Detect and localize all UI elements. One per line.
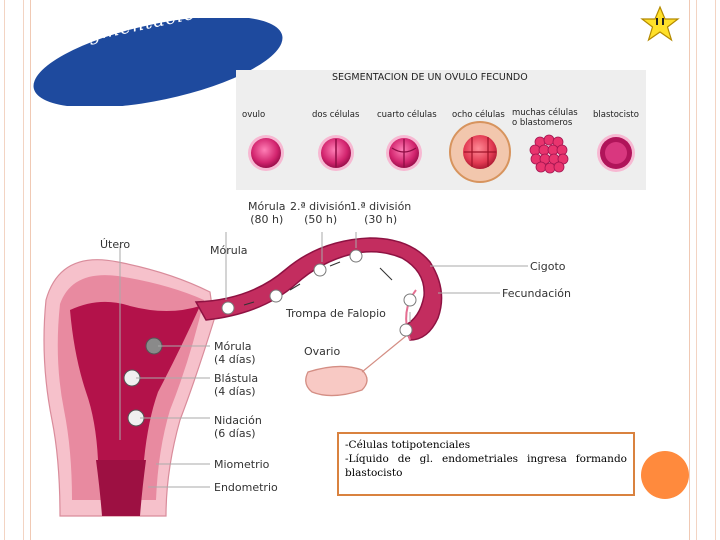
uterus (43, 259, 215, 517)
stage-label-eight-cells: ocho células (452, 110, 505, 120)
stage-label-many-cells: muchas células o blastomeros (512, 108, 578, 128)
cell-morula-cluster (529, 134, 569, 174)
label-morula: Mórula (210, 244, 248, 257)
label-blastula: Blástula (4 días) (214, 372, 258, 398)
label-ovario: Ovario (304, 345, 341, 358)
label-utero: Útero (100, 238, 131, 251)
label-blastula-line1: Blástula (214, 372, 259, 385)
label-morula-80h-line2: (80 h) (250, 213, 284, 226)
label-morula-4d: Mórula (4 días) (214, 340, 256, 366)
note-line-1: -Células totipotenciales (345, 439, 471, 451)
stage-label-four-cells: cuarto células (377, 110, 437, 120)
label-second-division-line1: 2.ª división (290, 200, 352, 213)
label-morula-4d-line2: (4 días) (214, 353, 256, 366)
tube-embryos (221, 249, 417, 337)
star-icon (640, 5, 680, 42)
stage-label-many-cells-line2: o blastomeros (512, 118, 573, 128)
orange-circle-decoration (641, 451, 689, 499)
label-first-division-line1: 1.ª división (350, 200, 412, 213)
leader-lines (119, 232, 528, 488)
left-frame-border (0, 0, 31, 540)
note-box: -Células totipotenciales -Líquido de gl.… (337, 432, 635, 496)
label-nidacion-line1: Nidación (214, 414, 262, 427)
uterus-embryos (123, 337, 163, 427)
tube-arrows (243, 261, 393, 306)
label-fecundacion: Fecundación (502, 287, 572, 300)
note-line-2: -Líquido de gl. endometriales ingresa fo… (345, 453, 627, 465)
title-oval (33, 18, 283, 106)
right-frame-border (689, 0, 720, 540)
stage-label-many-cells-line1: muchas células (512, 108, 578, 118)
label-nidacion: Nidación (6 días) (214, 414, 262, 440)
stage-label-two-cells: dos células (312, 110, 360, 120)
segmentation-title: SEGMENTACION DE UN OVULO FECUNDO (332, 72, 528, 83)
label-miometrio: Miometrio (214, 458, 270, 471)
label-second-division: 2.ª división (50 h) (290, 200, 351, 226)
label-morula-4d-line1: Mórula (214, 340, 252, 353)
stage-label-ovulo: ovulo (242, 110, 266, 120)
label-endometrio: Endometrio (214, 481, 278, 494)
label-first-division-line2: (30 h) (364, 213, 398, 226)
label-morula-80h: Mórula (80 h) (248, 200, 286, 226)
stage-label-blastocyst: blastocisto (593, 110, 639, 120)
ovary (305, 335, 407, 397)
label-second-division-line2: (50 h) (304, 213, 338, 226)
cell-four (386, 135, 422, 171)
label-first-division: 1.ª división (30 h) (350, 200, 411, 226)
cell-blastocyst (597, 134, 635, 172)
label-morula-80h-line1: Mórula (248, 200, 286, 213)
note-line-3: blastocisto (345, 467, 403, 479)
label-cigoto: Cigoto (530, 260, 566, 273)
segmentation-panel: SEGMENTACION DE UN OVULO FECUNDO ovulo d… (236, 70, 646, 190)
cell-two (318, 135, 354, 171)
cell-eight (449, 121, 511, 183)
segmentation-cells (248, 121, 635, 183)
label-trompa: Trompa de Falopio (286, 307, 386, 320)
label-nidacion-line2: (6 días) (214, 427, 256, 440)
label-blastula-line2: (4 días) (214, 385, 256, 398)
cell-ovulo (248, 135, 284, 171)
